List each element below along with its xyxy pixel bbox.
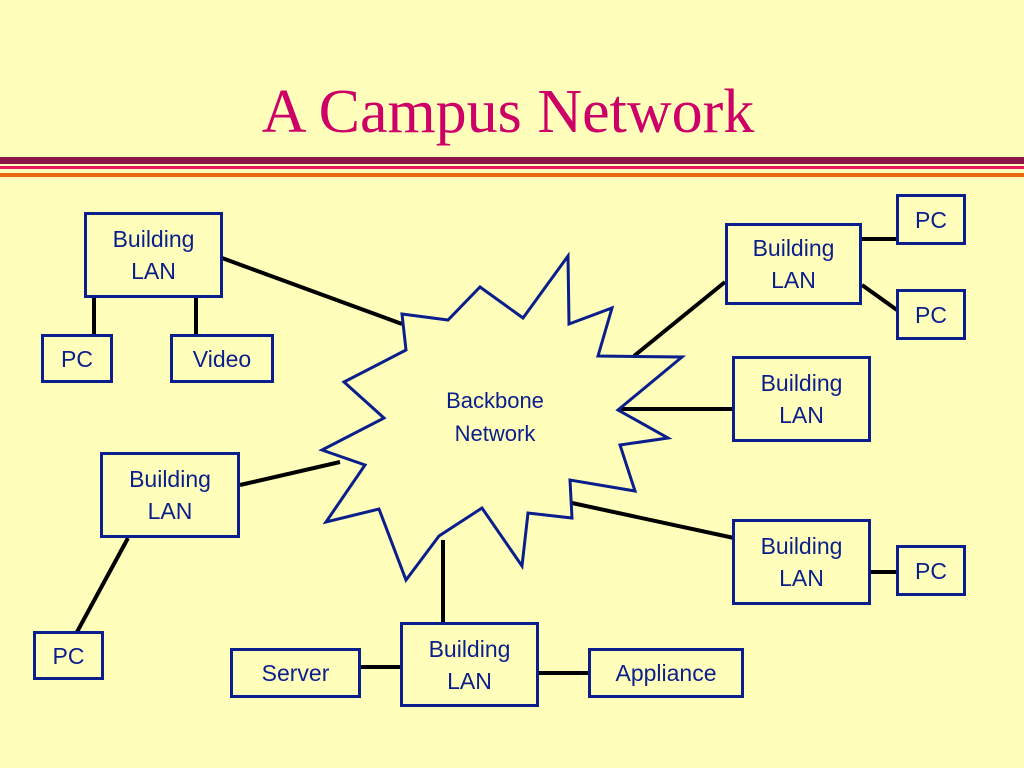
backbone-label-line1: Backbone	[446, 388, 544, 413]
link-backbone-building-lan-top-left	[221, 256, 403, 326]
pc-middle-left: PC	[33, 631, 104, 680]
title-rule-bottom	[0, 173, 1024, 177]
pc-lower-right: PC	[896, 545, 966, 596]
building-lan-label-line2: LAN	[447, 667, 492, 694]
backbone-network-label: Backbone Network	[410, 384, 580, 450]
backbone-label-line2: Network	[454, 421, 536, 446]
backbone-network-cloud	[318, 251, 687, 584]
link-backbone-building-lan-top-right	[632, 280, 727, 358]
pc-top-right-lower: PC	[896, 289, 966, 340]
link-building-lan-top-right-pc-lower	[860, 283, 899, 312]
pc-top-left: PC	[41, 334, 113, 383]
title-rule-top	[0, 157, 1024, 164]
link-backbone-building-lan-middle-left	[239, 460, 341, 487]
building-lan-label-line2: LAN	[779, 565, 824, 591]
building-lan-label-line1: Building	[760, 533, 843, 559]
slide-title: A Campus Network	[261, 78, 755, 146]
pc-top-right-upper: PC	[896, 194, 966, 245]
link-building-lan-middle-left-pc	[75, 537, 130, 633]
building-lan-label-line1: Building	[129, 466, 211, 492]
title-rule-middle	[0, 166, 1024, 169]
building-lan-label-line2: LAN	[779, 402, 824, 428]
server-node: Server	[230, 648, 361, 698]
building-lan-label-line1: Building	[752, 235, 835, 261]
building-lan-label-line2: LAN	[771, 267, 816, 293]
building-lan-label-line1: Building	[112, 226, 195, 252]
building-lan-label-line1: Building	[428, 635, 511, 662]
link-backbone-building-lan-lower-right	[571, 501, 735, 540]
building-lan-label-line2: LAN	[131, 258, 176, 284]
appliance-node: Appliance	[588, 648, 744, 698]
video-node: Video	[170, 334, 274, 383]
building-lan-label-line2: LAN	[147, 498, 193, 524]
building-lan-label-line1: Building	[760, 370, 843, 396]
